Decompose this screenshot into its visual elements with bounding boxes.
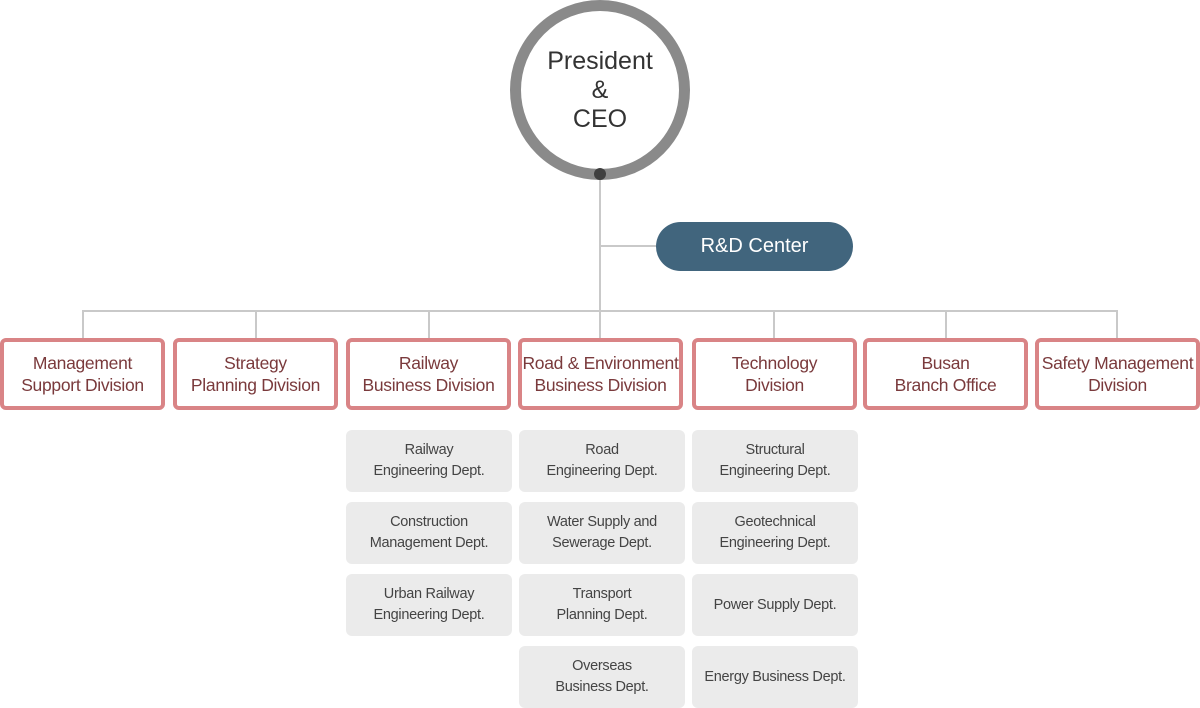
dept-label: Management Dept. — [369, 535, 489, 551]
division-label: Support Division — [21, 375, 144, 395]
dept-label: Business Dept. — [555, 679, 649, 695]
division-safety-management: Safety Management Division — [1035, 338, 1200, 410]
division-label: Business Division — [534, 375, 667, 395]
division-label: Road & Environment — [522, 353, 679, 373]
dept-railway-engineering: Railway Engineering Dept. — [346, 430, 512, 492]
dept-label: Energy Business Dept. — [704, 668, 846, 685]
division-label: Branch Office — [894, 375, 997, 395]
dept-label: Engineering Dept. — [546, 463, 658, 479]
dept-label: Overseas — [572, 658, 632, 674]
dept-label: Engineering Dept. — [719, 463, 831, 479]
division-label: Technology — [731, 353, 818, 373]
drop-line-5 — [773, 310, 775, 338]
ceo-node: President & CEO — [510, 0, 690, 180]
division-management-support: Management Support Division — [0, 338, 165, 410]
division-busan-branch: Busan Branch Office — [863, 338, 1028, 410]
dept-label: Structural — [745, 442, 805, 458]
dept-label: Engineering Dept. — [719, 535, 831, 551]
division-railway-business: Railway Business Division — [346, 338, 511, 410]
dept-urban-railway-engineering: Urban Railway Engineering Dept. — [346, 574, 512, 636]
dept-label: Road — [585, 442, 619, 458]
ceo-line-2: & — [591, 75, 609, 104]
division-strategy-planning: Strategy Planning Division — [173, 338, 338, 410]
division-label: Busan — [921, 353, 970, 373]
drop-line-6 — [945, 310, 947, 338]
dept-label: Railway — [404, 442, 454, 458]
dept-structural-engineering: Structural Engineering Dept. — [692, 430, 858, 492]
division-bus-line — [82, 310, 1118, 312]
dept-label: Power Supply Dept. — [713, 596, 837, 613]
division-label: Railway — [398, 353, 459, 373]
division-label: Business Division — [362, 375, 495, 395]
dept-label: Sewerage Dept. — [552, 535, 652, 551]
drop-line-1 — [82, 310, 84, 338]
dept-label: Engineering Dept. — [373, 607, 485, 623]
division-label: Division — [1088, 375, 1147, 395]
dept-power-supply: Power Supply Dept. — [692, 574, 858, 636]
division-technology: Technology Division — [692, 338, 857, 410]
division-label: Division — [745, 375, 804, 395]
ceo-connector-dot — [594, 168, 606, 180]
dept-road-engineering: Road Engineering Dept. — [519, 430, 685, 492]
dept-label: Urban Railway — [383, 586, 475, 602]
rd-center-node: R&D Center — [656, 222, 853, 271]
dept-overseas-business: Overseas Business Dept. — [519, 646, 685, 708]
dept-water-supply-sewerage: Water Supply and Sewerage Dept. — [519, 502, 685, 564]
division-road-environment: Road & Environment Business Division — [518, 338, 683, 410]
dept-label: Construction — [390, 514, 468, 530]
dept-transport-planning: Transport Planning Dept. — [519, 574, 685, 636]
dept-construction-management: Construction Management Dept. — [346, 502, 512, 564]
drop-line-2 — [255, 310, 257, 338]
dept-label: Planning Dept. — [556, 607, 648, 623]
ceo-line-3: CEO — [572, 104, 628, 133]
division-label: Strategy — [224, 353, 287, 373]
drop-line-3 — [428, 310, 430, 338]
dept-label: Geotechnical — [734, 514, 816, 530]
drop-line-7 — [1116, 310, 1118, 338]
dept-energy-business: Energy Business Dept. — [692, 646, 858, 708]
ceo-line-1: President — [547, 46, 653, 75]
division-label: Safety Management — [1041, 353, 1194, 373]
dept-label: Transport — [572, 586, 632, 602]
dept-geotechnical-engineering: Geotechnical Engineering Dept. — [692, 502, 858, 564]
division-label: Management — [32, 353, 133, 373]
dept-label: Engineering Dept. — [373, 463, 485, 479]
rd-branch-line — [600, 245, 656, 247]
division-label: Planning Division — [190, 375, 321, 395]
dept-label: Water Supply and — [547, 514, 657, 530]
ceo-stem-line — [599, 178, 601, 338]
